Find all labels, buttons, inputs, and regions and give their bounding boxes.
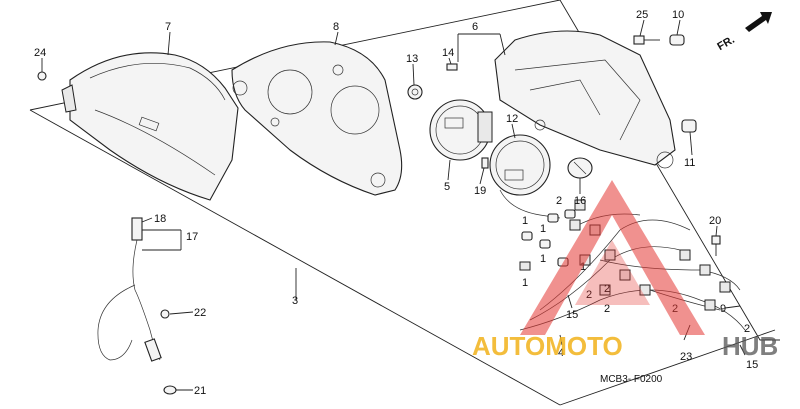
callout-1d: 1 [580, 261, 586, 273]
callout-2c: 2 [604, 283, 610, 295]
boundary-bottom-edge [559, 329, 776, 406]
grommet-part [681, 119, 697, 133]
callout-3: 3 [292, 295, 298, 307]
indicator-socket-part [407, 84, 423, 100]
watermark-text: AUTOMOTO HUB [472, 331, 778, 361]
callout-1c: 1 [540, 253, 546, 265]
callout-16: 16 [574, 195, 586, 207]
direction-label: FR. [715, 34, 736, 53]
collar-part [669, 34, 685, 46]
speedometer-part [429, 99, 493, 161]
callout-1e: 1 [522, 277, 528, 289]
callout-2b: 2 [586, 289, 592, 301]
boundary-lower-edge [29, 109, 561, 406]
callout-15b: 15 [746, 359, 758, 371]
callout-17: 17 [186, 231, 198, 243]
callout-2f: 2 [744, 323, 750, 335]
callout-25: 25 [636, 9, 648, 21]
callout-7: 7 [165, 21, 171, 33]
callout-24: 24 [34, 47, 46, 59]
callout-4: 4 [558, 347, 564, 359]
leader-lines [41, 19, 746, 391]
meter-visor-part [61, 52, 239, 201]
callout-2a: 2 [556, 195, 562, 207]
small-bulb-part [446, 63, 458, 71]
watermark-text-suffix: HUB [722, 331, 778, 361]
callout-21: 21 [194, 385, 206, 397]
screw-small-part [37, 71, 47, 81]
speedometer-cable-part [97, 217, 177, 395]
callout-14: 14 [442, 47, 454, 59]
callout-20: 20 [709, 215, 721, 227]
watermark-text-main: AUTOMOTO [472, 331, 623, 361]
callout-8: 8 [333, 21, 339, 33]
callout-15a: 15 [566, 309, 578, 321]
callout-5: 5 [444, 181, 450, 193]
callout-18: 18 [154, 213, 166, 225]
meter-panel-part [231, 41, 403, 196]
indicator-lens-part [567, 157, 593, 179]
callout-19: 19 [474, 185, 486, 197]
callout-12: 12 [506, 113, 518, 125]
callout-11: 11 [684, 157, 695, 169]
callout-2d: 2 [604, 303, 610, 315]
callout-1b: 1 [540, 223, 546, 235]
callout-10: 10 [672, 9, 684, 21]
callout-23: 23 [680, 351, 692, 363]
bolt-20-part [711, 235, 721, 256]
callout-13: 13 [406, 53, 418, 65]
meter-case-part [494, 30, 676, 169]
diagram-code: MCB3- F0200 [600, 374, 663, 385]
callout-1a: 1 [522, 215, 528, 227]
bolt-part [481, 157, 489, 169]
callout-9: 9 [720, 303, 726, 315]
callout-numbers: 7 8 6 14 13 25 10 24 12 11 5 19 16 2 1 1… [34, 9, 758, 397]
tachometer-part [489, 134, 561, 219]
watermark-logo [520, 180, 705, 335]
callout-6: 6 [472, 21, 478, 33]
screw-part [633, 35, 660, 45]
callout-22: 22 [194, 307, 206, 319]
front-direction-indicator: FR. [715, 12, 772, 53]
